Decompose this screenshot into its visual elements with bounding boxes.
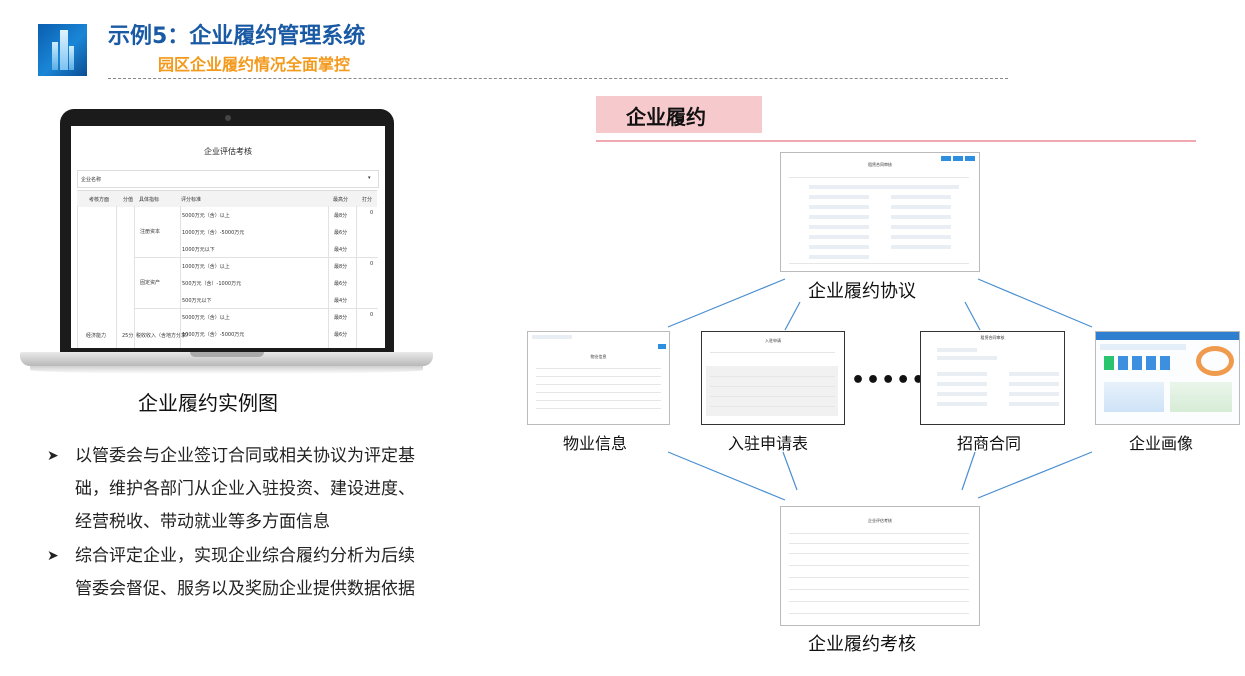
arrow-right-icon: ➤ xyxy=(47,548,59,564)
laptop-caption: 企业履约实例图 xyxy=(138,391,278,415)
laptop-camera xyxy=(225,115,231,121)
score-input[interactable]: 0 xyxy=(370,312,374,318)
col-criteria: 评分标准 xyxy=(181,197,202,203)
page-title: 示例5：企业履约管理系统 xyxy=(108,24,366,49)
header-divider xyxy=(108,78,1008,79)
laptop-screen: 企业评估考核 企业名称 ▾ 考核方面 分值 具体指标 评分标准 最高分 打分 5… xyxy=(71,126,385,348)
chevron-down-icon: ▾ xyxy=(368,175,371,181)
aspect-label: 经济能力 xyxy=(86,333,107,339)
col-points: 分值 xyxy=(123,197,134,203)
connector-line xyxy=(961,451,976,491)
page-subtitle: 园区企业履约情况全面掌控 xyxy=(158,55,351,74)
entry-application-label: 入驻申请表 xyxy=(728,434,809,453)
investment-contract-thumbnail[interactable]: 租赁合同审核 xyxy=(920,331,1065,425)
company-filter-label: 企业名称 xyxy=(81,177,102,183)
indicator-label: 税收收入（含地方分享） xyxy=(136,333,192,339)
connector-line xyxy=(784,301,801,331)
bullet-line: 综合评定企业，实现企业综合履约分析为后续 xyxy=(75,546,415,566)
entry-application-thumbnail[interactable]: 入驻申请 xyxy=(701,331,845,425)
company-profile-thumbnail[interactable] xyxy=(1095,331,1240,425)
indicator-label: 固定资产 xyxy=(140,280,161,286)
connector-line xyxy=(667,451,786,501)
table-header: 考核方面 分值 具体指标 评分标准 最高分 打分 xyxy=(77,190,377,207)
property-info-thumbnail[interactable]: 物业信息 xyxy=(527,331,670,425)
col-score: 打分 xyxy=(362,197,373,203)
table-row: 5000万元（含）以上 1000万元（含）-5000万元 最8分 最6分 0 xyxy=(182,312,374,338)
bullet-line: 管委会督促、服务以及奖励企业提供数据依据 xyxy=(75,579,415,599)
connector-line xyxy=(782,451,798,491)
bullet-line: 础，维护各部门从企业入驻投资、建设进度、 xyxy=(75,479,415,499)
investment-contract-label: 招商合同 xyxy=(957,434,1022,453)
table-body: 5000万元（含）以上 1000万元（含）-5000万元 1000万元以下 最8… xyxy=(77,206,378,348)
connector-line xyxy=(667,278,786,328)
section-tag: 企业履约 xyxy=(596,96,762,133)
screen-title: 企业评估考核 xyxy=(204,147,252,156)
performance-review-thumbnail[interactable]: 企业评估考核 xyxy=(780,506,980,626)
property-info-label: 物业信息 xyxy=(563,434,628,453)
laptop-base xyxy=(20,352,433,366)
arrow-right-icon: ➤ xyxy=(47,448,59,464)
table-row: 5000万元（含）以上 1000万元（含）-5000万元 1000万元以下 最8… xyxy=(182,210,374,253)
performance-review-label: 企业履约考核 xyxy=(808,634,916,655)
connector-line xyxy=(977,451,1093,499)
indicator-label: 注册资本 xyxy=(140,229,161,235)
score-input[interactable]: 0 xyxy=(370,210,374,216)
section-tag-label: 企业履约 xyxy=(626,105,706,129)
bullet-line: 经营税收、带动就业等多方面信息 xyxy=(75,512,330,532)
table-row: 1000万元（含）以上 500万元（含）-1000万元 500万元以下 最8分 … xyxy=(182,261,374,304)
laptop-notch xyxy=(190,352,264,357)
points-label: 25分 xyxy=(122,333,134,339)
col-indicator: 具体指标 xyxy=(139,197,160,203)
laptop-shadow xyxy=(30,366,423,374)
connector-line xyxy=(977,278,1093,328)
section-underline xyxy=(596,140,1196,142)
contract-agreement-label: 企业履约协议 xyxy=(808,281,916,302)
col-max: 最高分 xyxy=(333,197,349,203)
bullet-item: ➤ 以管委会与企业签订合同或相关协议为评定基 础，维护各部门从企业入驻投资、建设… xyxy=(47,440,467,539)
bullet-line: 以管委会与企业签订合同或相关协议为评定基 xyxy=(75,446,415,466)
connector-line xyxy=(964,301,981,331)
col-aspect: 考核方面 xyxy=(89,197,110,203)
score-input[interactable]: 0 xyxy=(370,261,374,267)
company-profile-label: 企业画像 xyxy=(1129,434,1194,453)
contract-agreement-thumbnail[interactable]: 租赁合同审核 xyxy=(780,152,980,272)
bullet-item: ➤ 综合评定企业，实现企业综合履约分析为后续 管委会督促、服务以及奖励企业提供数… xyxy=(47,540,467,606)
company-filter[interactable]: 企业名称 ▾ xyxy=(77,170,379,188)
company-logo xyxy=(38,24,87,76)
